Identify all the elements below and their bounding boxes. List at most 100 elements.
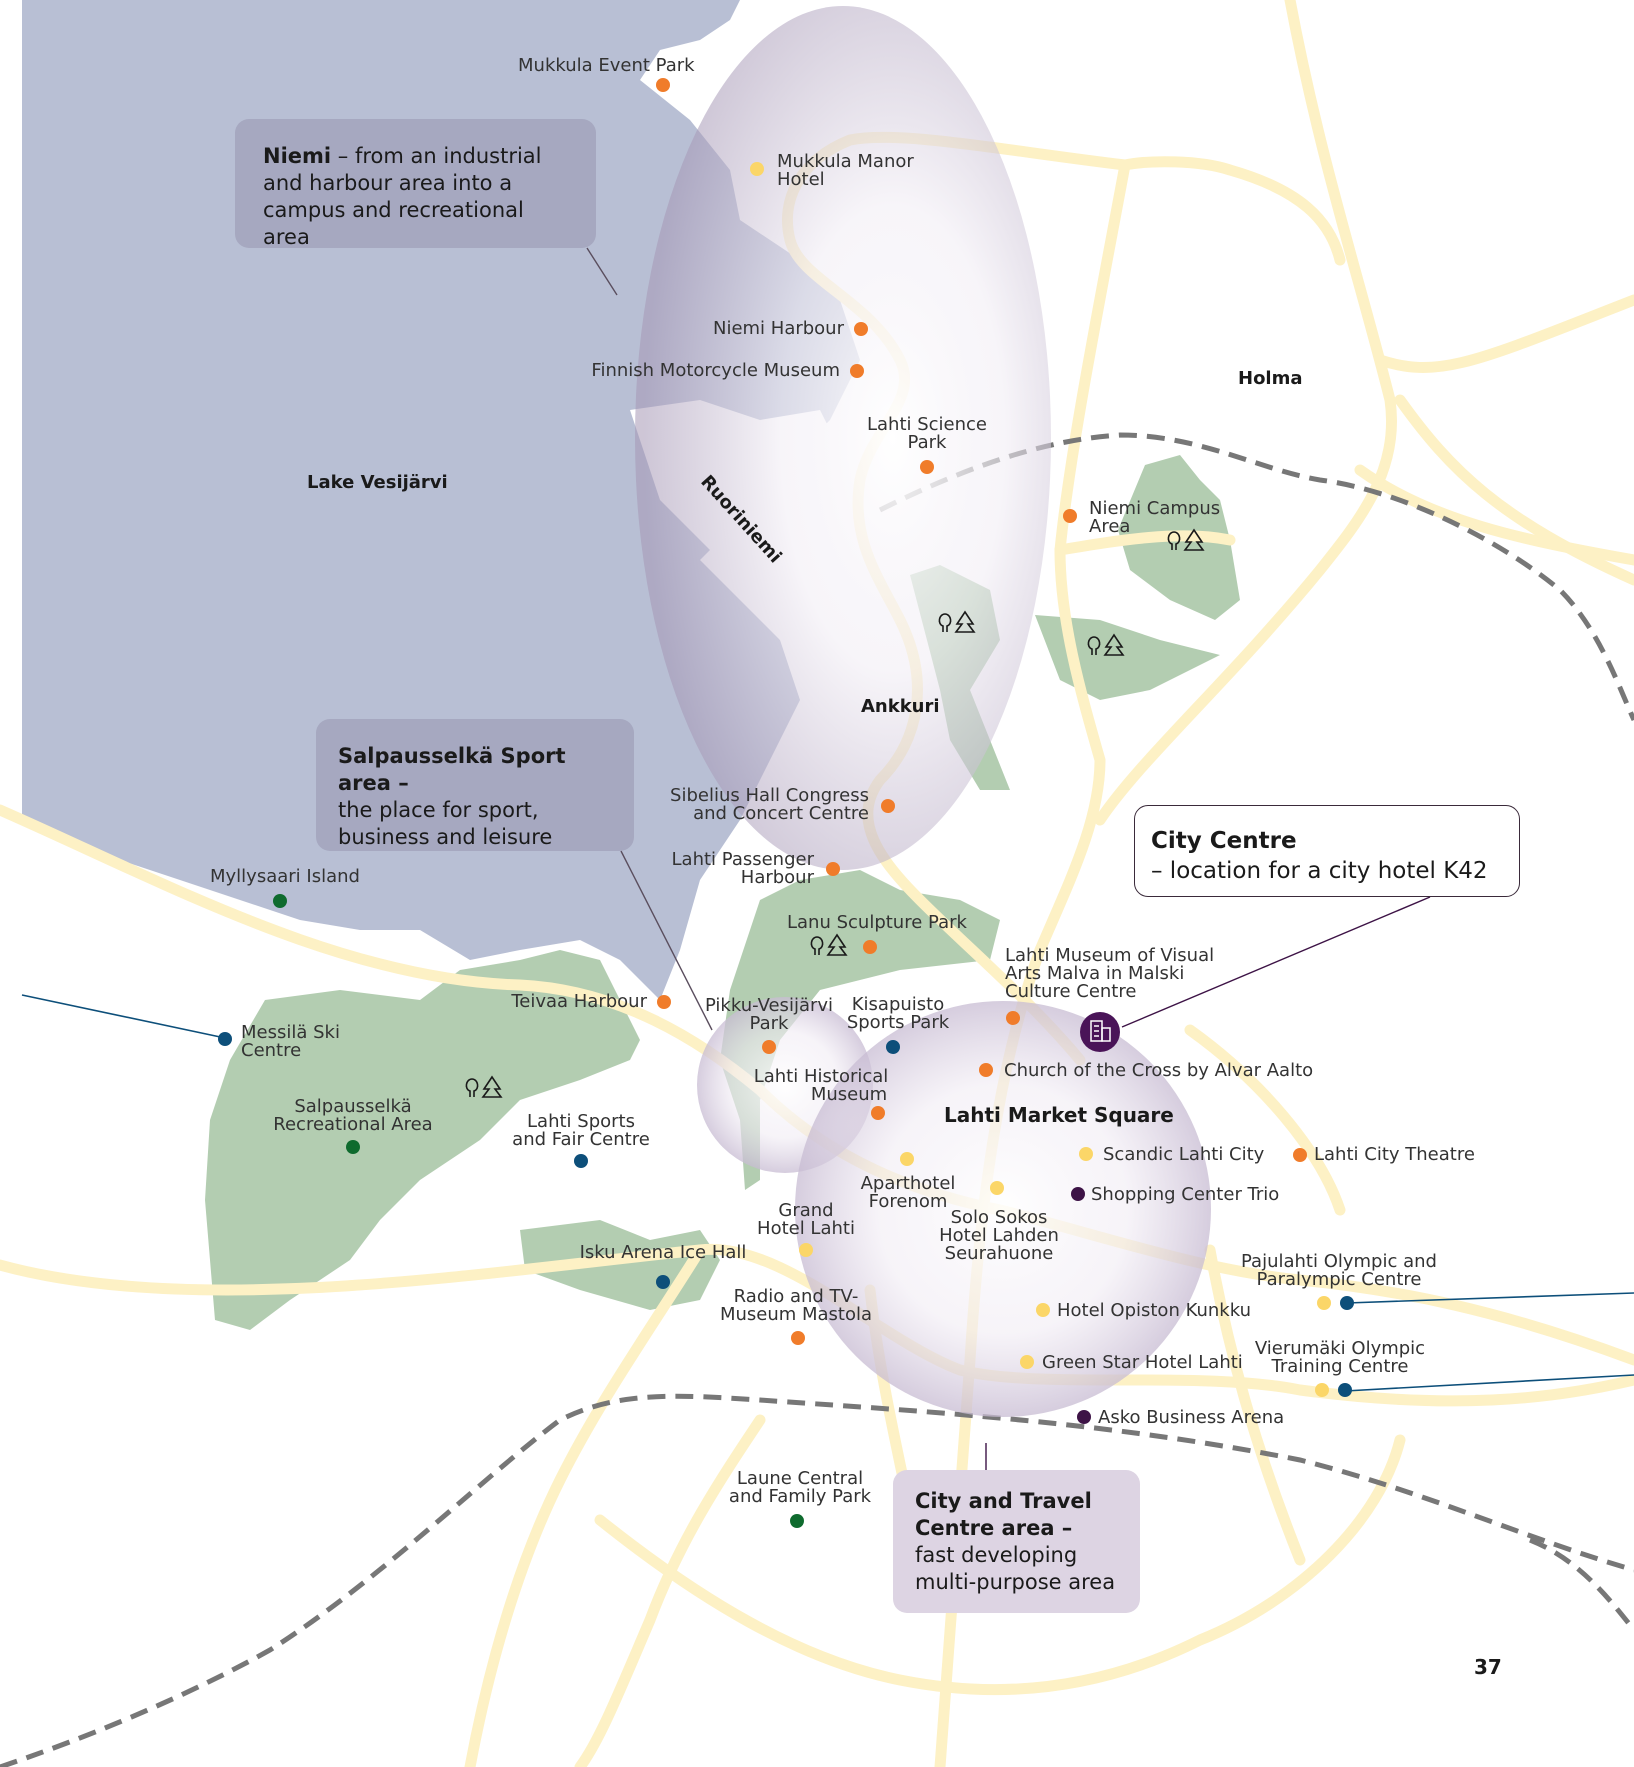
marker-mukkula-manor-hotel[interactable] xyxy=(750,162,764,176)
marker-grand-hotel[interactable] xyxy=(799,1243,813,1257)
label-pajulahti: Pajulahti Olympic and xyxy=(1241,1251,1437,1272)
label-salp-recreational: Recreational Area xyxy=(273,1114,432,1135)
label-malva: Arts Malva in Malski xyxy=(1005,963,1184,984)
label-aparthotel: Aparthotel xyxy=(861,1173,956,1194)
marker-pajulahti-sport[interactable] xyxy=(1340,1296,1354,1310)
label-pikku: Park xyxy=(750,1013,789,1034)
label-science-park: Park xyxy=(908,432,947,453)
callout-niemi-text: – from an industrial and harbour area in… xyxy=(263,144,542,249)
marker-kisapuisto[interactable] xyxy=(886,1040,900,1054)
callout-city-text: – location for a city hotel K42 xyxy=(1151,858,1488,884)
label-malva: Culture Centre xyxy=(1005,981,1136,1002)
label-malva: Lahti Museum of Visual xyxy=(1005,945,1214,966)
label-kisapuisto: Sports Park xyxy=(847,1012,950,1033)
label-messila: Messilä Ski xyxy=(241,1022,340,1043)
marker-trio[interactable] xyxy=(1071,1187,1085,1201)
marker-passenger-harbour[interactable] xyxy=(826,862,840,876)
label-asko: Asko Business Arena xyxy=(1098,1407,1284,1428)
marker-myllysaari[interactable] xyxy=(273,894,287,908)
label-theatre: Lahti City Theatre xyxy=(1314,1144,1475,1165)
marker-vierumaki-sport[interactable] xyxy=(1338,1383,1352,1397)
marker-niemi-harbour[interactable] xyxy=(854,322,868,336)
marker-vierumaki-hotel[interactable] xyxy=(1315,1383,1329,1397)
label-green-star: Green Star Hotel Lahti xyxy=(1042,1352,1243,1373)
label-passenger-harbour: Lahti Passenger xyxy=(672,849,815,870)
label-grand: Hotel Lahti xyxy=(757,1218,855,1239)
callout-city-centre: City Centre – location for a city hotel … xyxy=(1134,805,1520,897)
marker-niemi-campus[interactable] xyxy=(1063,509,1077,523)
leader-lines xyxy=(21,247,1634,1470)
label-passenger-harbour: Harbour xyxy=(741,867,815,888)
callout-city-title: City Centre xyxy=(1151,828,1297,854)
map-markers xyxy=(218,78,1354,1528)
label-laune: Laune Central xyxy=(737,1468,863,1489)
marker-asko[interactable] xyxy=(1077,1410,1091,1424)
page-number: 37 xyxy=(1474,1655,1502,1679)
label-kisapuisto: Kisapuisto xyxy=(852,994,945,1015)
label-salp-recreational: Salpausselkä xyxy=(294,1096,411,1117)
marker-teivaa[interactable] xyxy=(657,995,671,1009)
marker-sibelius-hall[interactable] xyxy=(881,799,895,813)
marker-sports-fair[interactable] xyxy=(574,1154,588,1168)
label-motorcycle-museum: Finnish Motorcycle Museum xyxy=(591,360,840,381)
marker-aparthotel[interactable] xyxy=(900,1152,914,1166)
hotel-building-icon xyxy=(1090,1020,1111,1042)
marker-malva[interactable] xyxy=(1006,1011,1020,1025)
label-mukkula-manor: Hotel xyxy=(777,169,825,190)
marker-opisto[interactable] xyxy=(1036,1303,1050,1317)
label-radio: Radio and TV- xyxy=(734,1286,859,1307)
label-grand: Grand xyxy=(778,1200,833,1221)
label-historical: Museum xyxy=(811,1084,887,1105)
marker-green-star[interactable] xyxy=(1020,1355,1034,1369)
label-sports-fair: and Fair Centre xyxy=(512,1129,650,1150)
marker-historical-museum[interactable] xyxy=(871,1106,885,1120)
label-radio: Museum Mastola xyxy=(720,1304,872,1325)
label-scandic: Scandic Lahti City xyxy=(1103,1144,1265,1165)
label-niemi-harbour: Niemi Harbour xyxy=(713,318,845,339)
label-vierumaki: Vierumäki Olympic xyxy=(1255,1338,1425,1359)
lake-name: Lake Vesijärvi xyxy=(307,472,448,493)
marker-isku-arena[interactable] xyxy=(656,1275,670,1289)
marker-lanu[interactable] xyxy=(863,940,877,954)
label-lanu: Lanu Sculpture Park xyxy=(787,912,967,933)
label-sports-fair: Lahti Sports xyxy=(527,1111,635,1132)
marker-solo-sokos[interactable] xyxy=(990,1181,1004,1195)
marker-pajulahti-hotel[interactable] xyxy=(1317,1296,1331,1310)
label-historical: Lahti Historical xyxy=(754,1066,889,1087)
callout-niemi-title: Niemi xyxy=(263,144,332,168)
label-laune: and Family Park xyxy=(729,1486,872,1507)
marker-motorcycle-museum[interactable] xyxy=(850,364,864,378)
marker-science-park[interactable] xyxy=(920,460,934,474)
marker-laune[interactable] xyxy=(790,1514,804,1528)
marker-messila[interactable] xyxy=(218,1032,232,1046)
marker-theatre[interactable] xyxy=(1293,1148,1307,1162)
label-teivaa: Teivaa Harbour xyxy=(510,991,647,1012)
callout-travel-title: City and Travel Centre area – xyxy=(915,1489,1092,1540)
lake-vesijarvi xyxy=(22,0,860,1000)
callout-salpausselka: Salpausselkä Sport area – the place for … xyxy=(316,719,634,851)
label-pikku: Pikku-Vesijärvi xyxy=(705,995,833,1016)
marker-scandic[interactable] xyxy=(1079,1147,1093,1161)
niemi-highlight-area xyxy=(635,6,1051,870)
callout-niemi: Niemi – from an industrial and harbour a… xyxy=(235,119,596,249)
label-mukkula-manor: Mukkula Manor xyxy=(777,151,914,172)
marker-radio-museum[interactable] xyxy=(791,1331,805,1345)
marker-mukkula-event-park[interactable] xyxy=(656,78,670,92)
label-solo-sokos: Seurahuone xyxy=(945,1243,1054,1264)
k42-hotel-marker[interactable] xyxy=(1080,1012,1120,1052)
marker-church[interactable] xyxy=(979,1063,993,1077)
label-church: Church of the Cross by Alvar Aalto xyxy=(1004,1060,1313,1081)
marker-pikku[interactable] xyxy=(762,1040,776,1054)
callout-travel-centre: City and Travel Centre area – fast devel… xyxy=(893,1470,1140,1613)
callout-salpausselka-text: the place for sport, business and leisur… xyxy=(338,798,553,849)
label-science-park: Lahti Science xyxy=(867,414,987,435)
marker-salp-recreational[interactable] xyxy=(346,1140,360,1154)
label-vierumaki: Training Centre xyxy=(1271,1356,1409,1377)
label-myllysaari: Myllysaari Island xyxy=(210,866,360,887)
label-niemi-campus: Area xyxy=(1089,516,1130,537)
place-labels: Mukkula Event Park Mukkula Manor Hotel N… xyxy=(210,55,1475,1507)
callout-travel-text: fast developing multi-purpose area xyxy=(915,1543,1116,1594)
label-solo-sokos: Solo Sokos xyxy=(951,1207,1048,1228)
label-isku: Isku Arena Ice Hall xyxy=(580,1242,747,1263)
